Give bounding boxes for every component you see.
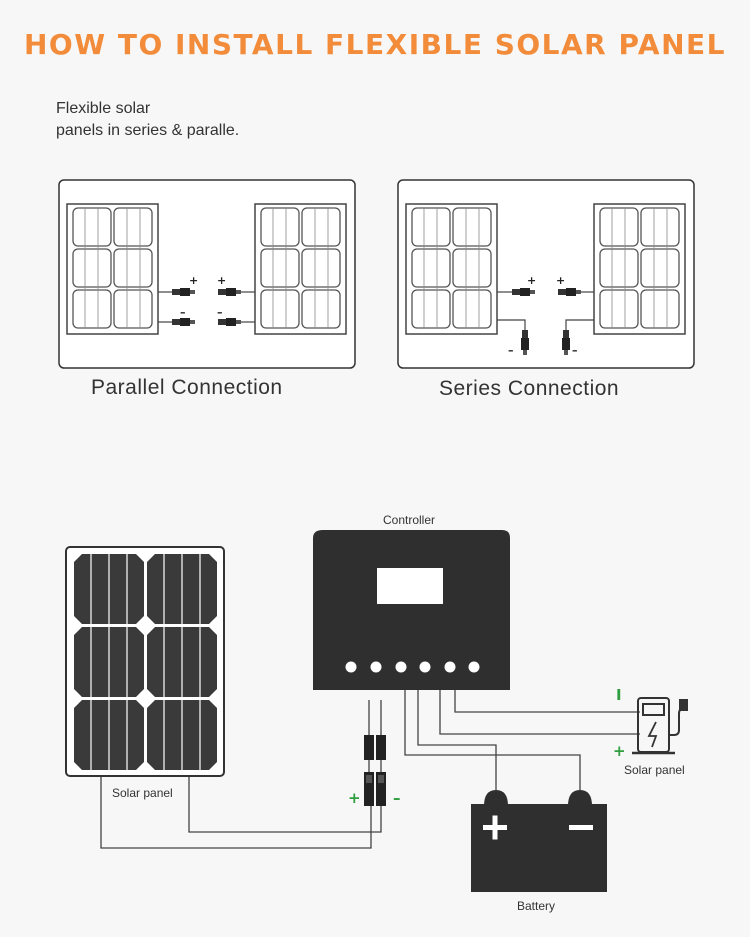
plus-sign: +: [348, 789, 361, 807]
controller-port: [345, 661, 357, 673]
plus-sign: +: [217, 274, 226, 287]
series-panel-right: [593, 203, 686, 335]
solar-panel: [65, 546, 225, 777]
plus-sign: +: [556, 274, 565, 287]
controller-port: [468, 661, 480, 673]
solar-panel-label: Solar panel: [112, 786, 173, 800]
battery-label: Battery: [517, 899, 555, 913]
parallel-panel-right: [254, 203, 347, 335]
plus-sign: +: [189, 274, 198, 287]
wiring: [100, 690, 640, 849]
panel-connector: [364, 735, 386, 806]
plus-sign: +: [613, 742, 626, 760]
parallel-panel-left: [66, 203, 159, 335]
minus-sign: –: [572, 344, 578, 357]
controller-port: [395, 661, 407, 673]
controller-port: [370, 661, 382, 673]
parallel-connection-label: Parallel Connection: [91, 376, 283, 399]
controller-port: [419, 661, 431, 673]
solar-panel-label-right: Solar panel: [624, 763, 685, 777]
minus-sign: –: [217, 306, 223, 319]
battery: [471, 790, 607, 892]
parallel-connection-box: + + – –: [58, 179, 356, 369]
intro-text-line-1: Flexible solar: [56, 100, 151, 117]
series-connection-box: + + – –: [397, 179, 695, 369]
intro-text-line-2: panels in series & paralle.: [56, 122, 240, 139]
controller-label: Controller: [383, 513, 435, 527]
controller: [313, 530, 510, 690]
minus-sign: –: [180, 306, 186, 319]
page-title: HOW TO INSTALL FLEXIBLE SOLAR PANEL: [23, 28, 727, 61]
series-panel-left: [405, 203, 498, 335]
plus-sign: +: [527, 274, 536, 287]
series-connection-label: Series Connection: [439, 377, 620, 400]
minus-sign: –: [393, 789, 401, 807]
minus-sign: –: [508, 344, 514, 357]
controller-port: [444, 661, 456, 673]
bar-sign: I: [616, 686, 622, 704]
charging-station-icon: [632, 697, 688, 755]
controller-screen: [377, 568, 443, 604]
